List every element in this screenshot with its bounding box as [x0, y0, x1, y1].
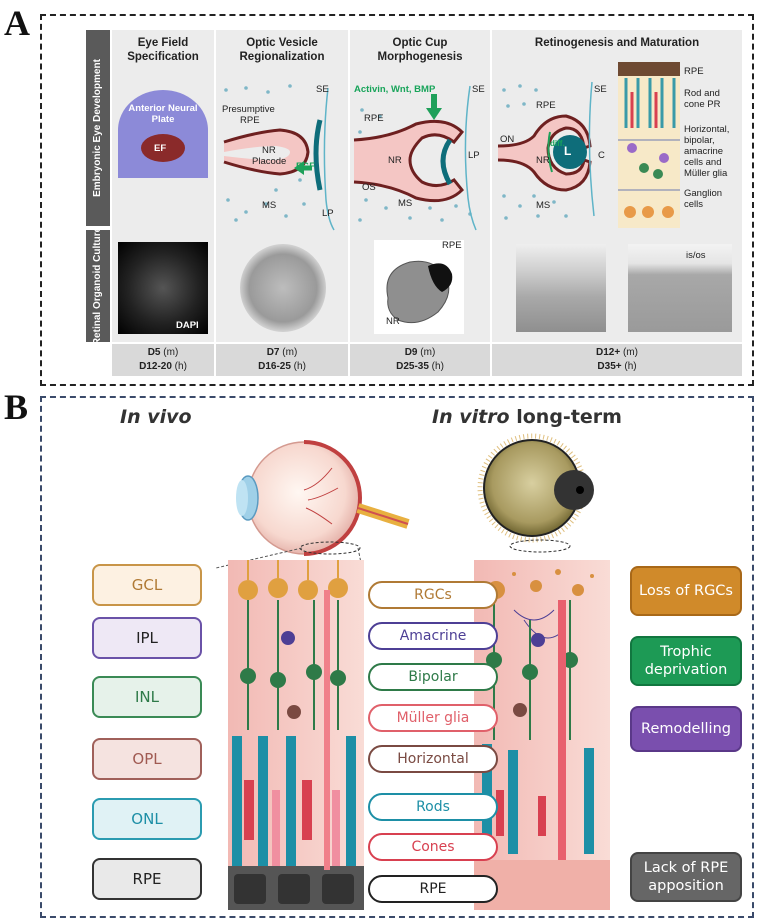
stage-bar-3: [350, 344, 490, 376]
in-vitro-retina-section: [474, 560, 610, 910]
organoid-rpe-label: RPE: [442, 240, 462, 251]
fgf-label: FGF: [296, 161, 315, 172]
row-label-organoid: Retinal Organoid Culture: [86, 227, 110, 345]
cell-type-rpe: RPE: [684, 66, 704, 77]
se-label-col3: SE: [472, 84, 485, 95]
cell-type-photoreceptors: Rod and cone PR: [684, 88, 721, 110]
stage-label-optic-vesicle: D7 (m) D16-25 (h): [258, 347, 306, 372]
stage-bar-2: [216, 344, 348, 376]
ms-label-col4: MS: [536, 200, 551, 211]
lens-label: L: [564, 144, 572, 158]
panel-a-letter: A: [4, 3, 30, 43]
nr-placode-label: Placode: [252, 156, 287, 167]
lp-label-col3: LP: [468, 150, 480, 161]
cell-label-rgcs: RGCs: [368, 581, 498, 609]
se-label-col4: SE: [594, 84, 607, 95]
in-vivo-title: In vivo: [120, 406, 192, 428]
on-label-col4: ON: [500, 134, 515, 145]
presumptive-label: Presumptive: [222, 104, 275, 115]
column-header-optic-cup: Optic Cup Morphogenesis: [377, 37, 463, 63]
lp-label-col2: LP: [322, 208, 334, 219]
stage-bar-1: [112, 344, 214, 376]
anterior-neural-plate-shape: [118, 90, 208, 178]
in-vivo-retina-section: [228, 560, 364, 910]
column-header-optic-vesicle: Optic Vesicle Regionalization: [239, 37, 325, 63]
retinogenesis-organoid-image-2: [628, 244, 732, 332]
optic-cup-organoid-image: [374, 240, 464, 334]
activin-wnt-bmp-label: Activin, Wnt, BMP: [354, 84, 436, 95]
panel-b-letter: B: [4, 387, 29, 427]
diff-label: diff.: [550, 139, 565, 148]
retinogenesis-organoid-image-1: [516, 244, 606, 332]
effect-trophic-deprivation: Trophic deprivation: [630, 636, 742, 686]
cell-label-amacrine: Amacrine: [368, 622, 498, 650]
column-header-eye-field: Eye Field Specification: [127, 37, 199, 63]
anterior-neural-plate-label: Anterior Neural Plate: [128, 103, 198, 125]
nr-label-col4: NR: [536, 155, 550, 166]
eye-globe-illustration: [215, 440, 410, 569]
layer-inl: INL: [92, 676, 202, 718]
cell-label-rods: Rods: [368, 793, 498, 821]
cell-label-cones: Cones: [368, 833, 498, 861]
os-label-col3: OS: [362, 182, 376, 193]
rpe-label-col4: RPE: [536, 100, 556, 111]
cell-type-interneurons: Horizontal, bipolar, amacrine cells and …: [684, 124, 730, 179]
stage-bar-4: [492, 344, 742, 376]
optic-vesicle-organoid-image: [240, 244, 326, 332]
column-header-retinogenesis: Retinogenesis and Maturation: [534, 37, 700, 49]
ms-label-col2: MS: [262, 200, 277, 211]
nr-label-col3: NR: [388, 155, 402, 166]
in-vitro-title: In vitro long-term: [432, 406, 622, 428]
ef-label: EF: [154, 143, 167, 154]
stage-label-optic-cup: D9 (m) D25-35 (h): [396, 347, 444, 372]
rpe-label-col3: RPE: [364, 113, 384, 124]
organoid-nr-label: NR: [386, 316, 400, 327]
optic-cup-diagram: [353, 85, 477, 231]
effect-lack-of-rpe-apposition: Lack of RPE apposition: [630, 852, 742, 902]
layer-opl: OPL: [92, 738, 202, 780]
dapi-label: DAPI: [176, 320, 199, 331]
cell-label-rpe: RPE: [368, 875, 498, 903]
row-label-embryonic: Embryonic Eye Development: [86, 30, 110, 226]
layer-onl: ONL: [92, 798, 202, 840]
cornea-label: C: [598, 150, 605, 161]
cell-type-ganglion: Ganglion cells: [684, 188, 723, 210]
retinal-layers-schematic: [618, 62, 680, 228]
dapi-image: [118, 242, 208, 334]
effect-remodelling: Remodelling: [630, 706, 742, 752]
cell-label-bipolar: Bipolar: [368, 663, 498, 691]
effect-loss-of-rgcs: Loss of RGCs: [630, 566, 742, 616]
retinogenesis-diagram: [497, 81, 595, 220]
stage-label-eye-field: D5 (m) D12-20 (h): [139, 347, 187, 372]
layer-rpe: RPE: [92, 858, 202, 900]
layer-gcl: GCL: [92, 564, 202, 606]
cell-label-muller-glia: Müller glia: [368, 704, 498, 732]
cell-label-horizontal: Horizontal: [368, 745, 498, 773]
panel-a-frame: [40, 14, 754, 386]
se-label-col2: SE: [316, 84, 329, 95]
isos-label: is/os: [686, 250, 706, 261]
optic-vesicle-diagram: [223, 84, 335, 231]
organoid-illustration: [477, 433, 594, 553]
panel-b-frame: [40, 396, 754, 918]
presumptive-rpe-label: RPE: [240, 115, 260, 126]
ms-label-col3: MS: [398, 198, 413, 209]
layer-ipl: IPL: [92, 617, 202, 659]
stage-label-retinogenesis: D12+ (m) D35+ (h): [596, 347, 638, 372]
nr-placode-nr-label: NR: [262, 145, 276, 156]
